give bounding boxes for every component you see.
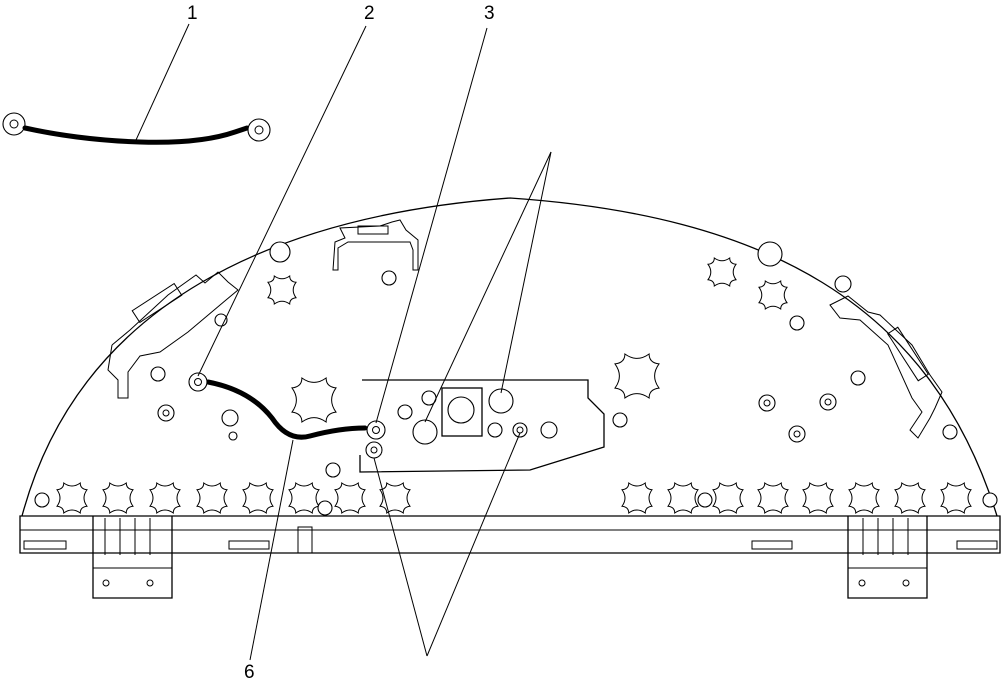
- mounting-hole: [850, 370, 866, 386]
- lamp-socket: [334, 482, 366, 514]
- lamp-socket: [712, 482, 744, 514]
- mounting-hole: [381, 270, 397, 286]
- callout-3: 3: [484, 3, 495, 24]
- mounting-hole: [269, 241, 291, 263]
- upper-lamp-sockets: [267, 257, 788, 423]
- mounting-hole: [150, 366, 166, 382]
- mounting-hole: [487, 422, 503, 438]
- mounting-hole-center: [162, 409, 170, 417]
- lamp-socket: [757, 482, 789, 514]
- mounting-hole: [834, 275, 852, 293]
- mounting-hole: [34, 492, 50, 508]
- mounting-hole: [412, 419, 438, 445]
- mounting-hole: [758, 394, 776, 412]
- mounting-hole-center: [763, 399, 771, 407]
- lamp-socket: [894, 482, 926, 514]
- callout-2: 2: [364, 3, 375, 24]
- lamp-socket: [267, 275, 297, 305]
- circuit-board: [107, 219, 943, 473]
- lamp-socket: [56, 482, 88, 514]
- cluster-housing: [19, 197, 1001, 599]
- mounting-hole: [942, 424, 958, 440]
- callout-6: 6: [244, 662, 255, 683]
- mounting-hole: [228, 431, 238, 441]
- lamp-socket: [802, 482, 834, 514]
- callout-1: 1: [187, 3, 198, 24]
- mounting-hole: [488, 388, 514, 414]
- housing-holes: [150, 241, 958, 478]
- mounting-hole: [612, 412, 628, 428]
- lamp-socket: [149, 482, 181, 514]
- lamp-socket: [242, 482, 274, 514]
- leader-lines: [135, 23, 552, 661]
- lamp-socket: [707, 257, 737, 287]
- lamp-socket-row: [34, 482, 998, 516]
- lamp-socket: [940, 482, 972, 514]
- lamp-socket: [291, 377, 337, 423]
- mounting-hole: [819, 393, 837, 411]
- mounting-hole-center: [824, 398, 832, 406]
- mounting-hole-center: [793, 430, 801, 438]
- lamp-socket: [667, 482, 699, 514]
- mounting-hole: [789, 315, 805, 331]
- mounting-hole: [317, 500, 333, 516]
- lamp-socket: [621, 482, 653, 514]
- lamp-socket: [848, 482, 880, 514]
- mounting-hole: [512, 422, 528, 438]
- lamp-socket: [196, 482, 228, 514]
- mounting-hole: [788, 425, 806, 443]
- lamp-socket: [758, 280, 788, 310]
- mounting-hole: [540, 421, 558, 439]
- mounting-hole: [221, 409, 239, 427]
- mounting-hole: [982, 492, 998, 508]
- mounting-hole: [757, 241, 783, 267]
- mounting-hole: [214, 313, 228, 327]
- mounting-hole: [157, 404, 175, 422]
- lamp-socket: [288, 482, 320, 514]
- lamp-socket: [102, 482, 134, 514]
- lamp-socket: [614, 353, 660, 399]
- ground-strap-installed: [188, 372, 386, 459]
- mounting-hole: [325, 462, 341, 478]
- ground-strap-loose: [2, 112, 271, 145]
- lamp-socket: [379, 482, 411, 514]
- mounting-hole: [397, 404, 413, 420]
- mounting-hole: [697, 492, 713, 508]
